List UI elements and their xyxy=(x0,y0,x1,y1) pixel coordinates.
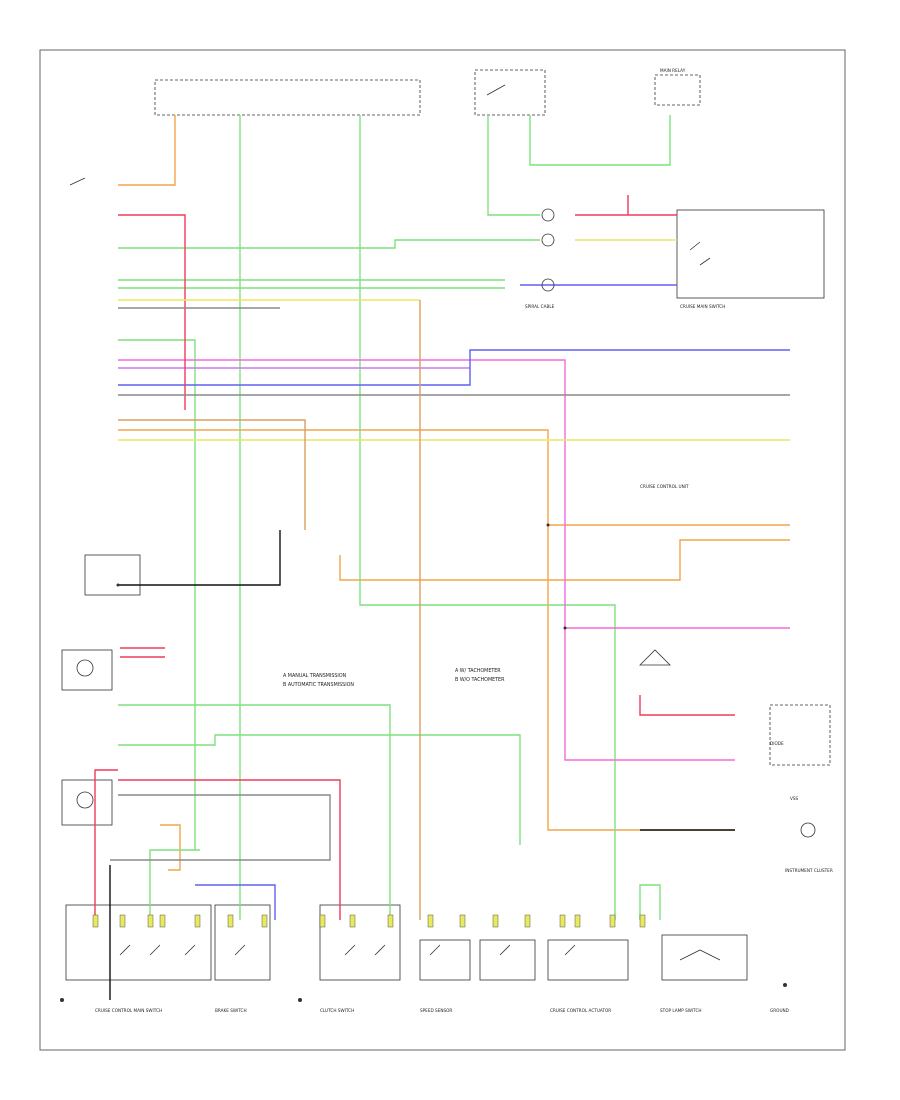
caption-conn-4: CRUISE CONTROL ACTUATOR xyxy=(550,1008,611,1013)
wire-black-1 xyxy=(118,530,281,586)
round-components xyxy=(76,208,816,838)
note-speedo-a: A W/ TACHOMETER xyxy=(455,668,501,674)
label-diode: DIODE xyxy=(770,741,784,746)
lamp-1 xyxy=(76,659,94,677)
wire-blue-3 xyxy=(195,884,276,920)
wires xyxy=(94,115,790,1000)
diagram-border xyxy=(39,49,846,1051)
wire-green-11 xyxy=(639,884,661,920)
terminals xyxy=(60,523,787,1002)
wire-orange-2 xyxy=(118,429,735,831)
lamp-3 xyxy=(800,822,816,838)
wire-red-4 xyxy=(120,647,165,658)
wire-pink-1 xyxy=(118,359,735,761)
wire-orange-4 xyxy=(339,539,790,581)
wire-orange-1 xyxy=(118,115,176,186)
label-clock-spring: SPIRAL CABLE xyxy=(525,304,555,309)
wire-red-6 xyxy=(118,779,341,920)
clock-spring-connector-3 xyxy=(541,278,555,292)
caption-conn-6: GROUND xyxy=(770,1008,789,1013)
wire-red-3 xyxy=(94,769,118,920)
caption-conn-0: CRUISE CONTROL MAIN SWITCH xyxy=(95,1008,162,1013)
wire-green-7 xyxy=(118,704,391,920)
caption-conn-3: SPEED SENSOR xyxy=(420,1008,452,1013)
caption-conn-5: STOP LAMP SWITCH xyxy=(660,1008,702,1013)
label-vss: VSS xyxy=(790,796,799,801)
note-trans-a: A MANUAL TRANSMISSION xyxy=(283,673,347,679)
connector-pins xyxy=(92,914,646,928)
clock-spring-connector-2 xyxy=(541,233,555,247)
wire-orange-5 xyxy=(160,824,181,871)
speed-sensor-body xyxy=(639,649,671,666)
wire-green-4 xyxy=(529,115,671,166)
label-main-relay: MAIN RELAY xyxy=(660,68,686,73)
switch-symbols xyxy=(69,84,721,961)
label-cruise-control-unit: CRUISE CONTROL UNIT xyxy=(640,484,689,489)
label-cruise-main-switch: CRUISE MAIN SWITCH xyxy=(680,304,725,309)
clock-spring-connector-1 xyxy=(541,208,555,222)
wire-grey-3 xyxy=(110,794,331,861)
wire-tan-1 xyxy=(118,419,306,530)
label-instrument-cluster: INSTRUMENT CLUSTER xyxy=(785,868,833,873)
lamp-2 xyxy=(76,791,94,809)
wire-red-5 xyxy=(639,695,735,716)
wire-green-3 xyxy=(487,115,540,216)
wire-green-10 xyxy=(149,849,200,920)
note-speedo-b: B W/O TACHOMETER xyxy=(455,677,505,683)
caption-conn-1: BRAKE SWITCH xyxy=(215,1008,247,1013)
fuse-block-top xyxy=(61,69,831,981)
wire-red-1 xyxy=(118,214,186,410)
wire-green-9 xyxy=(118,239,540,249)
wire-green-2 xyxy=(359,115,616,920)
wire-blue-1 xyxy=(118,349,790,386)
wire-green-5 xyxy=(118,279,505,289)
note-trans-b: B AUTOMATIC TRANSMISSION xyxy=(283,682,354,688)
caption-conn-2: CLUTCH SWITCH xyxy=(320,1008,354,1013)
wire-green-8 xyxy=(118,734,521,845)
wire-red-2 xyxy=(575,195,677,216)
wire-green-6 xyxy=(118,339,196,850)
